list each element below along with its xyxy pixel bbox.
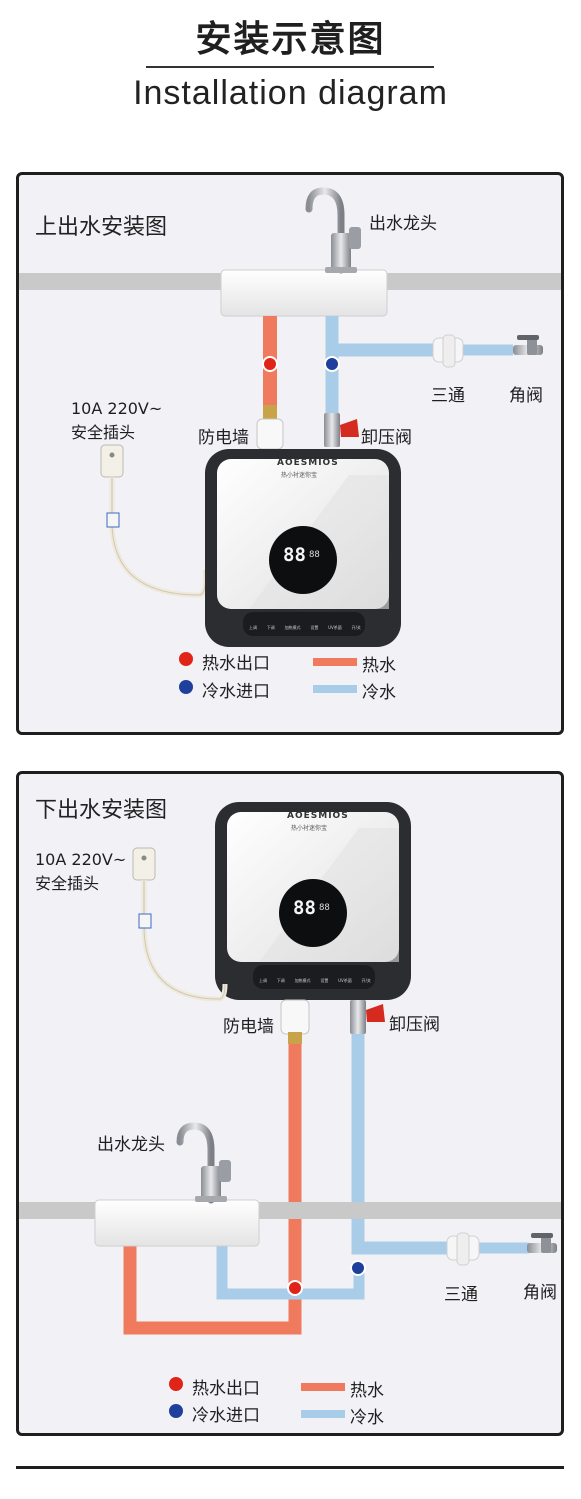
- bottom-anti-shock-label: 防电墙: [223, 1017, 274, 1037]
- top-legend-cold-swatch: [313, 685, 357, 693]
- top-relief-valve-label: 卸压阀: [361, 428, 412, 448]
- faucet-icon-bottom: [176, 1122, 231, 1204]
- bottom-relief-valve-label: 卸压阀: [389, 1015, 440, 1035]
- cold-inlet-dot: [324, 356, 340, 372]
- top-legend-hot-water: 热水: [362, 656, 396, 676]
- heater-btn-uv-bottom: UV杀菌: [338, 978, 352, 983]
- heater-slogan-bottom: 热小衬迷你宝: [291, 825, 328, 832]
- footer-divider: [16, 1466, 564, 1469]
- heater-brand: AOESMIOS: [277, 458, 339, 468]
- title-divider: [146, 66, 434, 68]
- heater-btn-mode: 加热模式: [284, 625, 301, 630]
- top-diagram-graphics: [19, 187, 561, 647]
- bottom-socket-label-line1: 10A 220V~: [35, 850, 127, 869]
- heater-display-temp: 88: [283, 544, 306, 566]
- bottom-legend-hot-swatch: [301, 1383, 345, 1391]
- heater-btn-up: 上调: [249, 625, 257, 630]
- top-legend-cold-water: 冷水: [362, 683, 396, 703]
- heater-slogan: 热小衬迷你宝: [281, 472, 318, 479]
- sink-basin: [220, 269, 388, 317]
- top-legend-cold-inlet: 冷水进口: [202, 682, 270, 702]
- bottom-legend-hot-water: 热水: [350, 1381, 384, 1401]
- bottom-legend-hot-dot: [169, 1377, 183, 1391]
- top-legend-hot-swatch: [313, 658, 357, 666]
- angle-valve-icon: [513, 335, 543, 355]
- top-legend-hot-outlet: 热水出口: [202, 654, 270, 674]
- relief-valve-icon: [324, 413, 359, 447]
- top-installation-panel: AOESMIOS 热小衬迷你宝 88 88 上调 下调 加热模式 设置 UV杀菌…: [16, 172, 564, 735]
- bottom-legend-cold-dot: [169, 1404, 183, 1418]
- bottom-angle-valve-label: 角阀: [523, 1283, 557, 1303]
- bottom-tee-label: 三通: [444, 1285, 478, 1305]
- heater-btn-power-bottom: 开/关: [361, 978, 371, 983]
- water-heater-unit: [205, 449, 401, 647]
- hot-pipe-bottom: [123, 1044, 302, 1335]
- page-subtitle: Installation diagram: [133, 74, 448, 112]
- top-anti-shock-label: 防电墙: [198, 428, 249, 448]
- top-legend-hot-dot: [179, 652, 193, 666]
- top-legend-cold-dot: [179, 680, 193, 694]
- heater-btn-up-bottom: 上调: [259, 978, 267, 983]
- page-title: 安装示意图: [195, 19, 386, 60]
- sink-basin-bottom: [94, 1199, 260, 1247]
- heater-display-small-bottom: 88: [319, 903, 330, 913]
- water-heater-unit-bottom: [215, 802, 411, 1000]
- cold-pipe-main: [351, 1034, 449, 1255]
- bottom-legend-hot-outlet: 热水出口: [192, 1379, 260, 1399]
- top-faucet-label: 出水龙头: [369, 214, 437, 234]
- hot-outlet-dot: [262, 356, 278, 372]
- top-socket-label-line2: 安全插头: [71, 423, 136, 442]
- top-socket-label-line1: 10A 220V~: [71, 399, 163, 418]
- top-angle-valve-label: 角阀: [509, 386, 543, 406]
- anti-shock-wall-icon: [256, 405, 284, 450]
- faucet-icon: [305, 187, 361, 274]
- heater-display-temp-bottom: 88: [293, 897, 316, 919]
- bottom-diagram-graphics: [19, 802, 561, 1335]
- bottom-socket-label-line2: 安全插头: [35, 874, 100, 893]
- bottom-faucet-label: 出水龙头: [97, 1135, 165, 1155]
- heater-btn-down-bottom: 下调: [276, 978, 285, 983]
- tee-fitting-icon-bottom: [446, 1232, 480, 1266]
- heater-btn-set: 设置: [310, 625, 319, 630]
- bottom-legend-cold-swatch: [301, 1410, 345, 1418]
- heater-btn-set-bottom: 设置: [320, 978, 329, 983]
- heater-btn-mode-bottom: 加热模式: [294, 978, 311, 983]
- tee-fitting-icon: [432, 334, 464, 368]
- heater-control-bar: 上调 下调 加热模式 设置 UV杀菌 开/关: [249, 615, 361, 631]
- cold-pipe-upper: [325, 316, 439, 357]
- hot-outlet-dot-bottom: [287, 1280, 303, 1296]
- power-plug-icon-bottom: [132, 847, 228, 1002]
- bottom-panel-title: 下出水安装图: [35, 798, 168, 823]
- heater-brand-bottom: AOESMIOS: [287, 811, 349, 821]
- power-plug-icon: [100, 444, 208, 598]
- bottom-installation-panel: AOESMIOS 热小衬迷你宝 88 88 上调 下调 加热模式 设置 UV杀菌…: [16, 771, 564, 1436]
- heater-btn-down: 下调: [266, 625, 275, 630]
- heater-control-bar-bottom: 上调 下调 加热模式 设置 UV杀菌 开/关: [259, 968, 371, 984]
- cold-inlet-dot-bottom: [350, 1260, 366, 1276]
- anti-shock-wall-icon-bottom: [280, 999, 310, 1044]
- angle-valve-icon-bottom: [527, 1233, 557, 1253]
- bottom-legend-cold-inlet: 冷水进口: [192, 1406, 260, 1426]
- relief-valve-icon-bottom: [350, 1000, 385, 1034]
- heater-btn-power: 开/关: [351, 625, 361, 630]
- heater-btn-uv: UV杀菌: [328, 625, 342, 630]
- top-tee-label: 三通: [431, 386, 465, 406]
- bottom-legend-cold-water: 冷水: [350, 1408, 384, 1428]
- heater-display-small: 88: [309, 550, 320, 560]
- top-panel-title: 上出水安装图: [35, 215, 168, 240]
